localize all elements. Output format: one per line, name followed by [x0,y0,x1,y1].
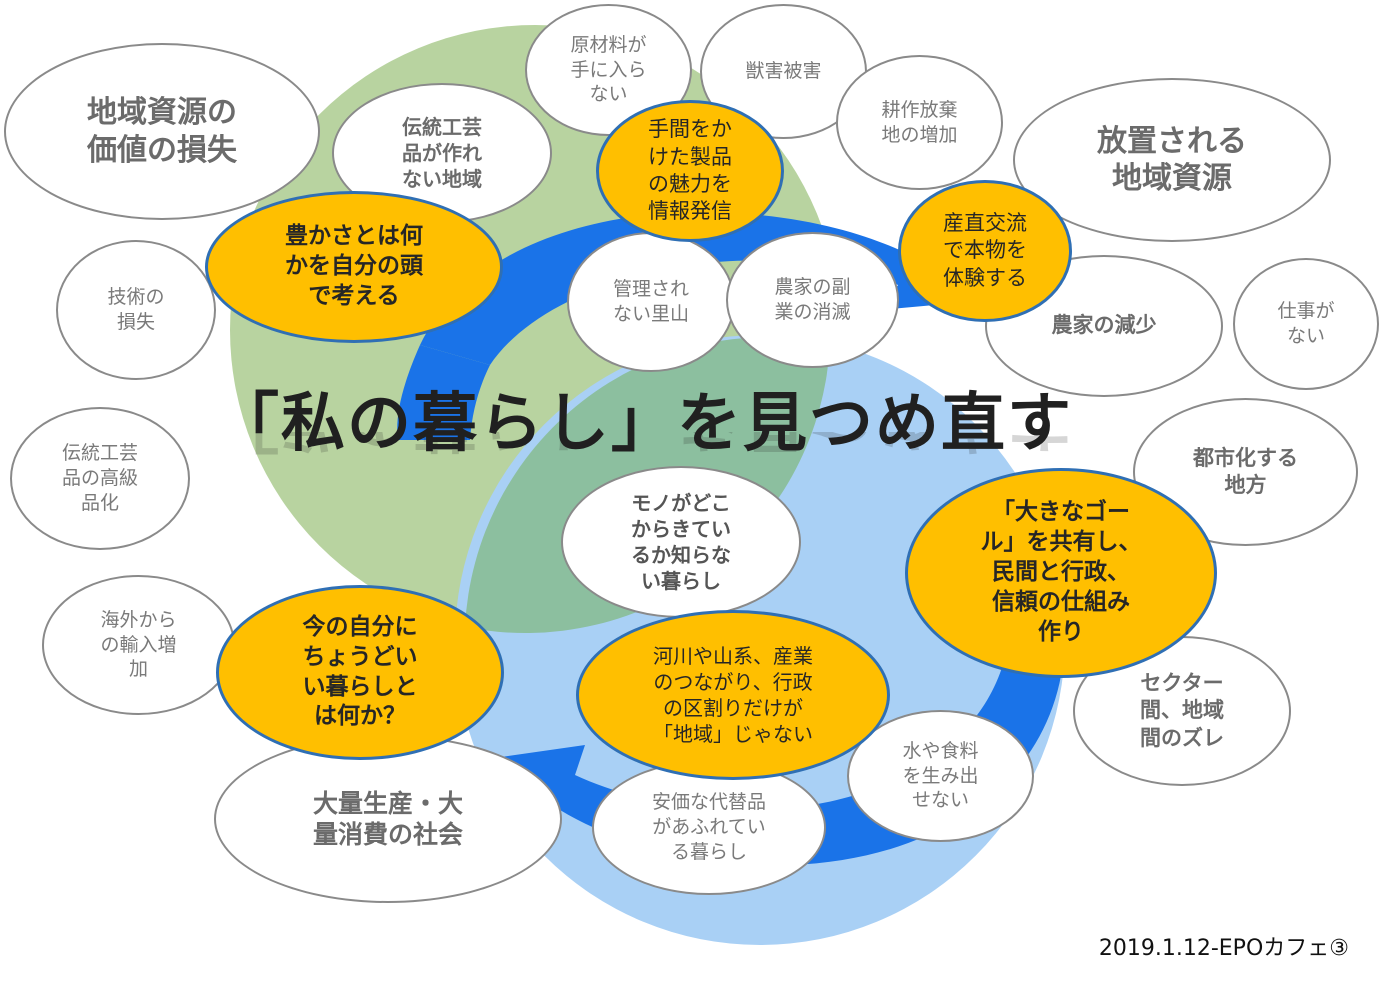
bubble-abandoned-farmland: 耕作放棄 地の増加 [836,55,1003,190]
bubble-farm-sidejob-decline: 農家の副 業の消滅 [726,232,899,368]
bubble-cannot-produce-food-water: 水や食料 を生み出 せない [847,710,1034,842]
cycle-arrow-left-tail [397,345,490,440]
bubble-shared-big-goal: 「大きなゴー ル」を共有し、 民間と行政、 信頼の仕組み 作り [905,468,1217,678]
bubble-cheap-substitutes: 安価な代替品 があふれてい る暮らし [592,760,826,895]
main-title: 「私の暮らし」を見つめ直す [215,387,1073,461]
bubble-promote-crafted-products: 手間をか けた製品 の魅力を 情報発信 [596,100,784,242]
bubble-right-lifestyle: 今の自分に ちょうどい い暮らしと は何か？ [216,585,504,760]
bubble-neglected-resources: 放置される 地域資源 [1013,78,1331,242]
bubble-crafts-luxury: 伝統工芸 品の高級 品化 [10,407,190,550]
bubble-loss-of-resource-value: 地域資源の 価値の損失 [4,43,320,220]
bubble-unknown-origins: モノがどこ からきてい るか知らな い暮らし [561,466,801,618]
bubble-more-imports: 海外から の輸入増 加 [42,575,235,715]
bubble-direct-exchange: 産直交流 で本物を 体験する [898,180,1072,322]
bubble-no-jobs: 仕事が ない [1233,258,1379,390]
bubble-mass-consumption-society: 大量生産・大 量消費の社会 [214,735,562,903]
bubble-loss-of-skills: 技術の 損失 [56,240,216,380]
main-title-reflection: 「私の暮らし」を見つめ直す [215,432,1175,472]
bubble-unmanaged-satoyama: 管理され ない里山 [567,232,735,372]
bubble-urbanizing-regions: 都市化する 地方 [1133,398,1358,546]
footer-date: 2019.1.12-EPOカフェ③ [1098,936,1349,961]
bubble-region-definition: 河川や山系、産業 のつながり、行政 の区割りだけが 「地域」じゃない [576,610,890,780]
bubble-think-about-richness: 豊かさとは何 かを自分の頭 で考える [205,191,503,343]
